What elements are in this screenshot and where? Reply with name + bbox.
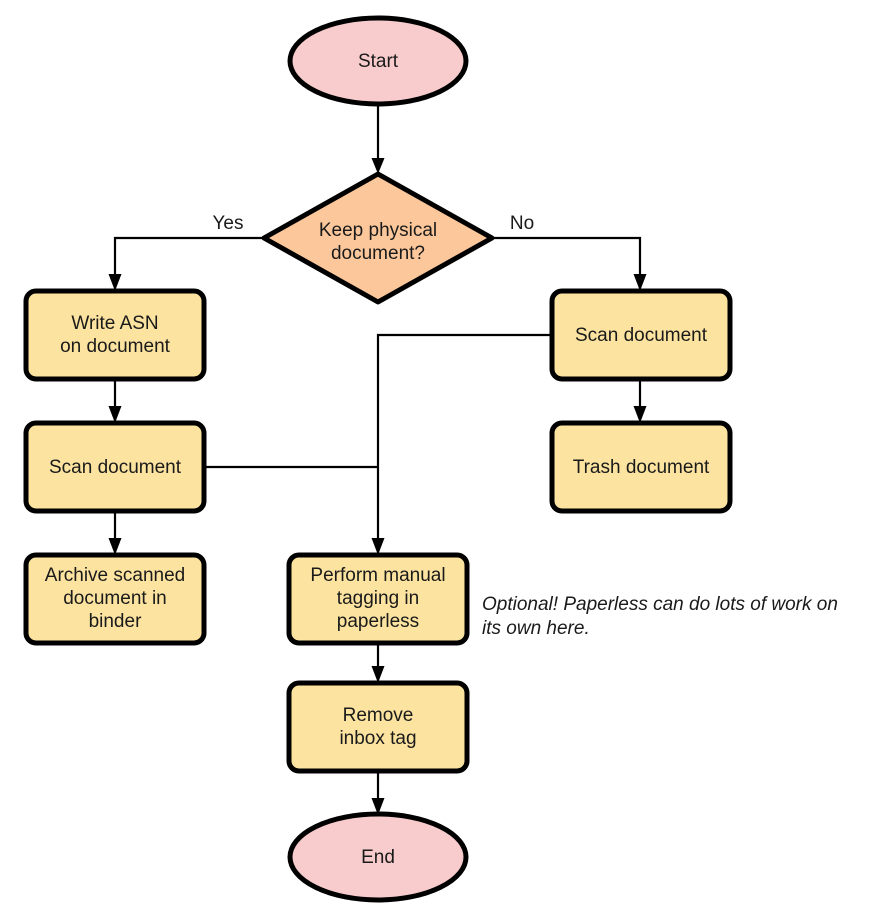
edge-scan-right-to-trash [633,379,647,423]
annotation-optional-note: Optional! Paperless can do lots of work … [482,594,838,639]
edge-write-asn-to-scan-left [108,379,122,423]
end-label: End [361,847,395,868]
edge-decision-yes-to-write-asn [108,236,264,291]
archive-label-line2: document in [63,588,167,609]
trash-document-box[interactable] [549,420,733,514]
tagging-label-line1: Perform manual [310,565,445,586]
tagging-label-line2: tagging in [337,588,419,609]
edge-scan-right-to-tagging [371,333,552,555]
node-write-asn[interactable]: Write ASN on document [23,288,207,382]
node-scan-document-left[interactable]: Scan document [23,420,207,514]
edge-scan-left-to-archive [108,511,122,555]
edge-label-yes: Yes [213,213,244,234]
decision-label-line1: Keep physical [319,220,437,241]
annotation-line1: Optional! Paperless can do lots of work … [482,594,838,615]
write-asn-label-line2: on document [60,336,171,357]
node-perform-manual-tagging[interactable]: Perform manual tagging in paperless [286,552,470,646]
edge-remove-inbox-to-end [371,771,385,815]
scan-document-left-label: Scan document [49,457,182,478]
decision-diamond[interactable] [261,171,495,305]
edge-start-to-decision [371,104,385,174]
remove-inbox-tag-box[interactable] [286,680,470,774]
scan-document-left-box[interactable] [23,420,207,514]
node-remove-inbox-tag[interactable]: Remove inbox tag [286,680,470,774]
node-decision-keep-physical-document[interactable]: Keep physical document? [261,171,495,305]
archive-box[interactable] [23,552,207,646]
remove-inbox-label-line1: Remove [343,705,414,726]
tagging-box[interactable] [286,552,470,646]
edge-tagging-to-remove-inbox [371,643,385,683]
node-scan-document-right[interactable]: Scan document [549,288,733,382]
edge-layer [108,104,647,815]
start-ellipse[interactable] [287,15,469,107]
decision-label-line2: document? [331,243,425,264]
node-start[interactable]: Start [287,15,469,107]
scan-document-right-box[interactable] [549,288,733,382]
archive-label-line3: binder [89,611,142,632]
edge-label-no: No [510,213,534,234]
end-ellipse[interactable] [287,811,469,903]
annotation-line2: its own here. [482,618,590,639]
trash-document-label: Trash document [573,457,710,478]
edge-decision-no-to-scan-right [492,236,647,291]
remove-inbox-label-line2: inbox tag [339,728,416,749]
tagging-label-line3: paperless [337,611,419,632]
scan-document-right-label: Scan document [575,325,708,346]
node-archive-scanned-document[interactable]: Archive scanned document in binder [23,552,207,646]
start-label: Start [358,51,399,72]
archive-label-line1: Archive scanned [45,565,185,586]
node-end[interactable]: End [287,811,469,903]
write-asn-box[interactable] [23,288,207,382]
node-trash-document[interactable]: Trash document [549,420,733,514]
write-asn-label-line1: Write ASN [71,313,158,334]
